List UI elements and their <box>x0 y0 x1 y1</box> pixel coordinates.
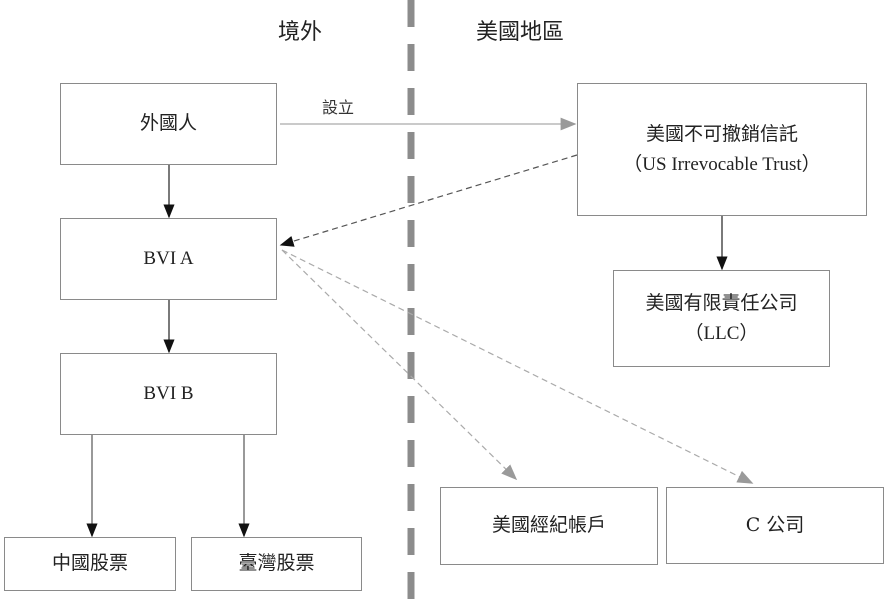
node-us-llc: 美國有限責任公司 （LLC） <box>613 270 830 367</box>
node-bvi-b-label: BVI B <box>143 383 194 405</box>
node-bvi-a-label: BVI A <box>143 248 194 270</box>
node-taiwan-stock-label: 臺灣股票 <box>238 552 315 575</box>
node-china-stock-label: 中國股票 <box>51 552 128 575</box>
node-taiwan-stock: 臺灣股票 <box>191 537 362 591</box>
region-label-offshore: 境外 <box>278 20 323 45</box>
node-china-stock: 中國股票 <box>4 537 176 591</box>
node-c-company: C 公司 <box>666 487 884 564</box>
node-foreigner-label: 外國人 <box>139 112 197 135</box>
region-label-us: 美國地區 <box>476 20 565 45</box>
node-us-llc-label: 美國有限責任公司 <box>645 292 798 315</box>
edge-bvi-a-c-company <box>281 249 754 484</box>
node-bvi-b: BVI B <box>60 353 277 435</box>
node-c-company-label: C 公司 <box>745 513 805 536</box>
node-us-trust: 美國不可撤銷信託 （US Irrevocable Trust） <box>577 83 867 216</box>
node-us-brokerage: 美國經紀帳戶 <box>440 487 658 565</box>
edge-label-establish: 設立 <box>322 98 355 117</box>
node-us-llc-sublabel: （LLC） <box>684 322 759 344</box>
node-us-brokerage-label: 美國經紀帳戶 <box>491 514 606 537</box>
edge-bvi-a-brokerage <box>281 249 518 481</box>
node-us-trust-label: 美國不可撤銷信託 <box>645 123 798 146</box>
edge-trust-bvi-a <box>279 154 578 247</box>
node-us-trust-sublabel: （US Irrevocable Trust） <box>623 153 821 175</box>
node-bvi-a: BVI A <box>60 218 277 300</box>
node-foreigner: 外國人 <box>60 83 277 165</box>
